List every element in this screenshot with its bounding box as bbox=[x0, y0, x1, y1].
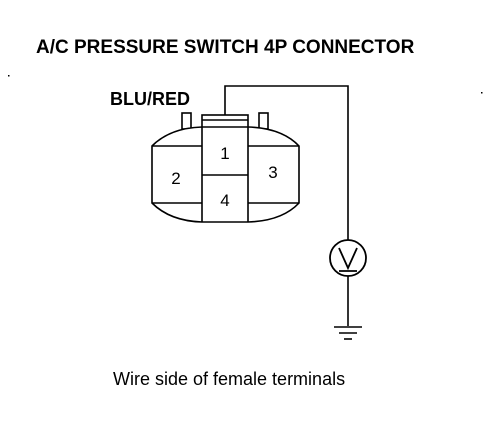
pin-2-number: 2 bbox=[171, 169, 180, 188]
probe-wire bbox=[224, 85, 349, 240]
wire-color-label: BLU/RED bbox=[110, 89, 190, 109]
voltmeter-icon bbox=[329, 239, 367, 277]
pin-1-number: 1 bbox=[220, 144, 229, 163]
connector-tab-right bbox=[258, 112, 269, 130]
diagram-title: A/C PRESSURE SWITCH 4P CONNECTOR bbox=[36, 37, 415, 58]
connector-latch bbox=[201, 114, 249, 129]
scan-specks bbox=[8, 75, 483, 94]
pin-3-number: 3 bbox=[268, 163, 277, 182]
ground-icon bbox=[334, 326, 362, 340]
connector-body bbox=[151, 112, 300, 223]
pin-4-number: 4 bbox=[220, 191, 229, 210]
connector-tab-left bbox=[181, 112, 192, 130]
diagram-caption: Wire side of female terminals bbox=[113, 369, 345, 389]
